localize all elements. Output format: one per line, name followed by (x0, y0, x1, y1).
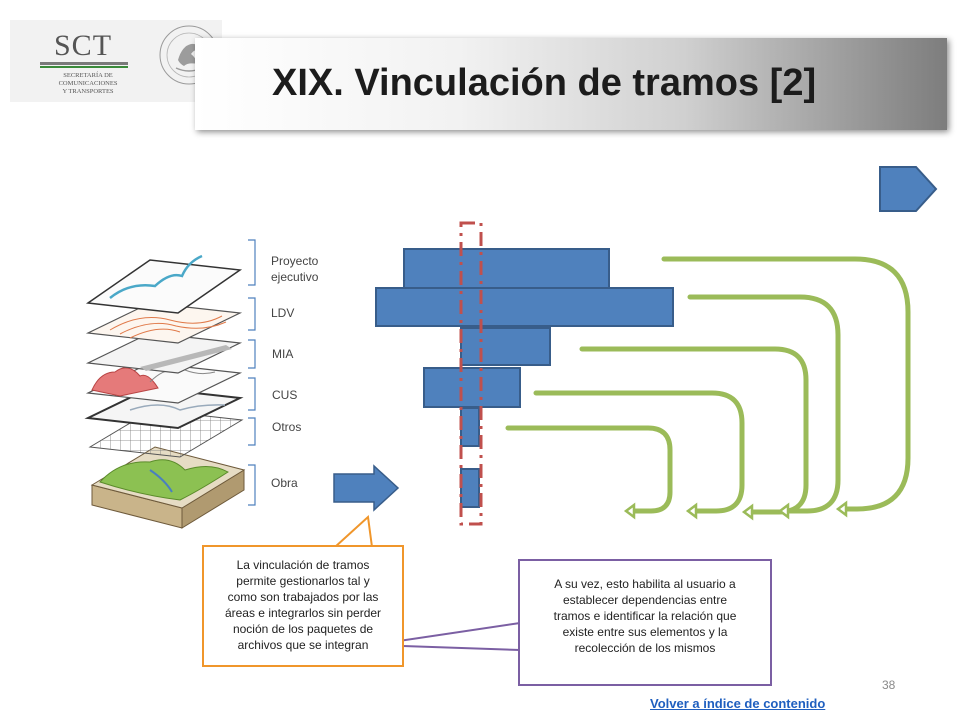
layer-label-obra: Obra (271, 476, 298, 490)
page-number: 38 (882, 678, 896, 692)
orange-callout-pointer (334, 514, 373, 548)
callout-line: recolección de los mismos (574, 641, 716, 655)
callout-line: archivos que se integran (237, 638, 369, 652)
layer-label-cus: CUS (272, 388, 298, 402)
ldv-layer (85, 332, 243, 374)
callout-line: A su vez, esto habilita al usuario a (554, 577, 736, 591)
selection-dashed-box (459, 221, 483, 526)
link-arrows (505, 256, 911, 515)
layer-brackets (248, 239, 256, 506)
sct-logo-abbr: SCT (54, 29, 113, 62)
callout-line: La vinculación de tramos (236, 558, 370, 572)
purple-callout: A su vez, esto habilita al usuario a est… (518, 559, 772, 686)
terrain-block-layer (90, 446, 246, 529)
tramo-bar (423, 367, 521, 408)
sct-logo-name-line: SECRETARÍA DE (63, 72, 113, 79)
tramo-bars (375, 248, 674, 508)
orange-callout: La vinculación de tramos permite gestion… (202, 545, 404, 667)
callout-line: establecer dependencias entre (562, 593, 728, 607)
layer-label-mia: MIA (272, 347, 294, 361)
right-arrow-icon (333, 464, 400, 512)
callout-line: noción de los paquetes de (232, 622, 374, 636)
callout-line: como son trabajados por las (227, 590, 379, 604)
sct-logo-rule (40, 62, 128, 65)
sct-logo-rule-green (40, 66, 128, 68)
layer-label-proyecto: Proyecto ejecutivo (271, 253, 318, 285)
tramo-bar (460, 468, 480, 508)
river-layer (85, 254, 243, 314)
layer-label-line: Proyecto (271, 254, 319, 268)
next-slide-arrow-icon[interactable] (878, 165, 940, 213)
tramo-bar (375, 287, 674, 327)
layer-label-ldv: LDV (271, 306, 295, 320)
tramo-bar (403, 248, 610, 290)
title-banner (195, 38, 947, 130)
sct-logo-name: SECRETARÍA DE COMUNICACIONES Y TRANSPORT… (38, 72, 138, 96)
back-to-index-link[interactable]: Volver a índice de contenido (650, 696, 826, 711)
layer-label-otros: Otros (272, 420, 302, 434)
callout-line: permite gestionarlos tal y (236, 574, 370, 588)
callout-line: áreas e integrarlos sin perder (224, 606, 382, 620)
link-arrowheads (623, 500, 848, 521)
layer-stack (84, 254, 246, 529)
sct-logo-name-line: Y TRANSPORTES (62, 88, 114, 95)
callout-line: tramos e identificar la relación que (553, 609, 737, 623)
layer-label-line: ejecutivo (271, 270, 319, 284)
tramo-bar (460, 407, 480, 447)
callout-line: existe entre sus elementos y la (562, 625, 728, 639)
sct-logo-name-line: COMUNICACIONES (58, 80, 118, 87)
contour-layer (85, 302, 243, 344)
tramo-bar (460, 327, 551, 366)
sct-logo: SCT SECRETARÍA DE COMUNICACIONES Y TRANS… (10, 20, 222, 102)
slide-title: XIX. Vinculación de tramos [2] (272, 62, 817, 104)
